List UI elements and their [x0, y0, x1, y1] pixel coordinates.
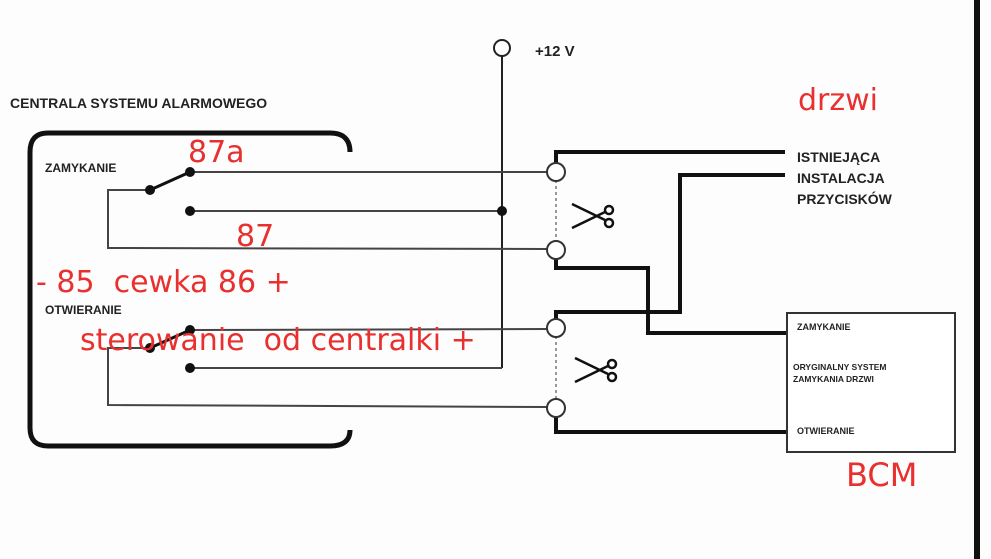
- scissors-icon: [571, 202, 615, 230]
- supply-label: +12 V: [535, 43, 575, 60]
- existing-line-2: INSTALACJA: [797, 170, 885, 186]
- supply-terminal: [493, 39, 511, 57]
- no-contact-annotation: 87: [236, 219, 274, 254]
- relay-close-label: ZAMYKANIE: [45, 161, 116, 175]
- bcm-annotation: BCM: [846, 456, 917, 494]
- scissors-icon: [574, 356, 618, 384]
- bcm-close-label: ZAMYKANIE: [797, 322, 851, 332]
- relay-wires: [107, 171, 549, 408]
- existing-line-3: PRZYCISKÓW: [797, 190, 893, 207]
- terminals: [546, 162, 566, 418]
- control-annotation: sterowanie od centralki +: [80, 323, 476, 358]
- contact-dots: [145, 167, 507, 373]
- page-border: [974, 0, 980, 559]
- nc-contact-annotation: 87a: [188, 135, 245, 170]
- bcm-box: [786, 312, 956, 453]
- central-title: CENTRALA SYSTEMU ALARMOWEGO: [10, 95, 267, 111]
- relay-open-label: OTWIERANIE: [45, 303, 122, 317]
- coil-annotation: - 85 cewka 86 +: [36, 265, 291, 300]
- existing-line-1: ISTNIEJĄCA: [797, 149, 880, 165]
- bcm-system-line-2: ZAMYKANIA DRZWI: [793, 374, 874, 384]
- door-annotation: drzwi: [798, 83, 878, 118]
- central-unit-bracket: [27, 130, 353, 449]
- bcm-system-line-1: ORYGINALNY SYSTEM: [793, 362, 887, 372]
- relay-switches: [149, 170, 191, 350]
- vehicle-wires: [554, 150, 787, 434]
- bcm-open-label: OTWIERANIE: [797, 426, 855, 436]
